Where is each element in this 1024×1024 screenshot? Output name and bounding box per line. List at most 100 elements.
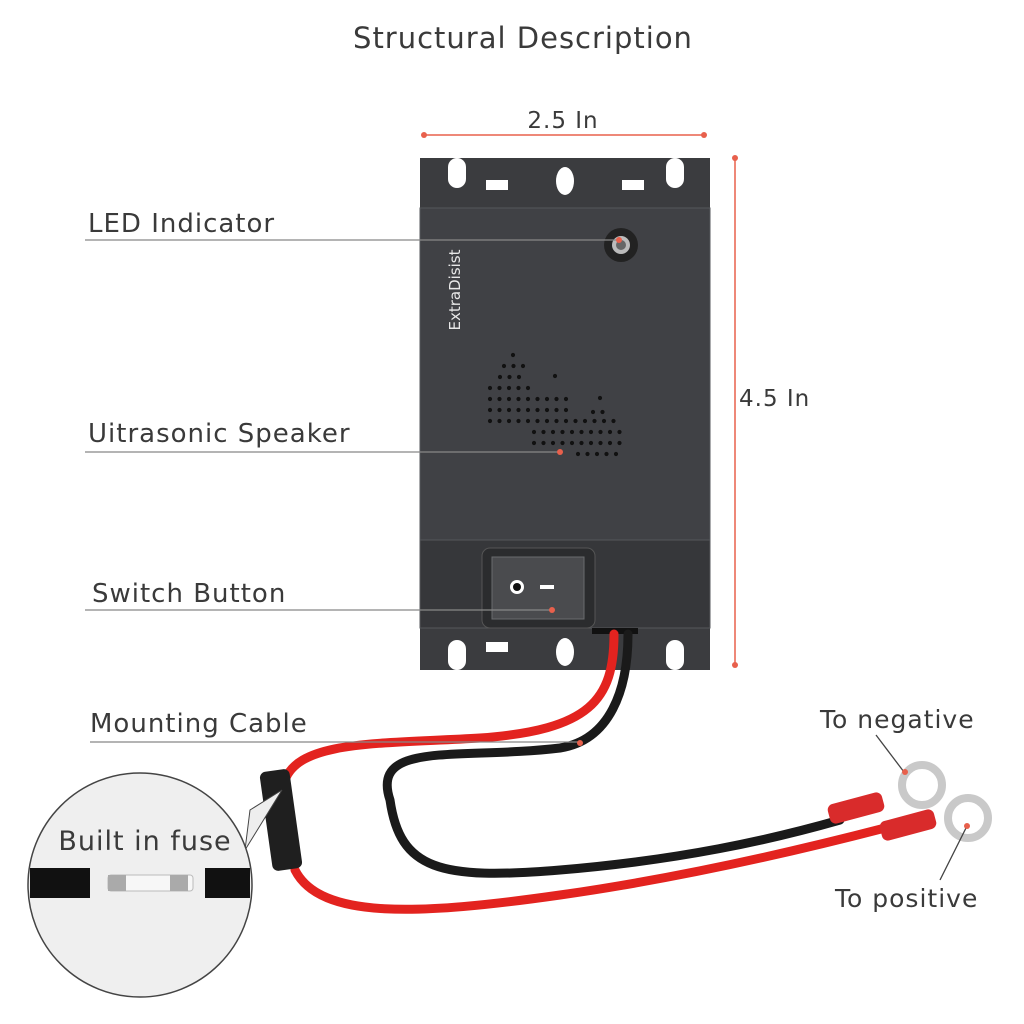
speaker-hole — [594, 451, 600, 457]
speaker-hole — [560, 429, 565, 435]
speaker-hole — [590, 409, 596, 415]
speaker-hole — [497, 385, 502, 391]
speaker-hole — [535, 396, 540, 402]
speaker-hole — [598, 429, 603, 435]
speaker-hole — [510, 352, 516, 358]
speaker-hole — [573, 418, 578, 424]
speaker-hole — [579, 429, 584, 435]
speaker-hole — [617, 440, 622, 446]
fuse-label: Built in fuse — [58, 826, 231, 857]
speaker-label: Uitrasonic Speaker — [88, 419, 351, 449]
speaker-hole — [506, 407, 512, 413]
speaker-hole — [511, 363, 516, 369]
speaker-hole — [588, 440, 594, 446]
width-label: 2.5 In — [527, 108, 598, 134]
speaker-hole — [516, 407, 521, 413]
fuse-holder — [259, 769, 303, 871]
callout-cable: Mounting Cable — [90, 709, 583, 746]
speaker-hole — [541, 440, 546, 446]
speaker-hole — [544, 396, 550, 402]
brand-logo: ExtraDisist — [446, 249, 464, 330]
speaker-hole — [535, 407, 540, 413]
speaker-hole — [516, 374, 522, 380]
speaker-hole — [597, 395, 603, 401]
speaker-hole — [563, 407, 569, 413]
speaker-hole — [525, 396, 531, 402]
callout-led: LED Indicator — [85, 209, 622, 243]
mounting-cable — [259, 629, 890, 914]
speaker-hole — [487, 418, 493, 424]
speaker-hole — [563, 418, 569, 424]
ring-terminals — [827, 761, 992, 842]
speaker-hole — [563, 396, 569, 402]
callout-negative: To negative — [819, 705, 975, 775]
speaker-hole — [497, 374, 503, 380]
positive-label: To positive — [834, 884, 978, 913]
speaker-hole — [592, 418, 597, 424]
speaker-hole — [535, 418, 540, 424]
speaker-hole — [497, 407, 502, 413]
fuse-callout: Built in fuse — [27, 772, 283, 998]
height-dimension: 4.5 In — [732, 155, 810, 668]
speaker-hole — [569, 429, 575, 435]
speaker-hole — [607, 440, 613, 446]
speaker-hole — [531, 429, 537, 435]
speaker-hole — [601, 418, 607, 424]
diagram-title: Structural Description — [353, 21, 693, 55]
led-label: LED Indicator — [88, 209, 275, 239]
speaker-hole — [550, 429, 556, 435]
repeller-device: ExtraDisist — [419, 158, 711, 670]
speaker-hole — [554, 418, 559, 424]
speaker-hole — [579, 440, 584, 446]
speaker-hole — [487, 396, 493, 402]
speaker-hole — [525, 385, 531, 391]
speaker-hole — [554, 407, 559, 413]
speaker-hole — [598, 440, 603, 446]
power-switch — [481, 547, 596, 629]
speaker-hole — [552, 373, 558, 379]
speaker-hole — [516, 396, 521, 402]
speaker-hole — [560, 440, 565, 446]
cable-label: Mounting Cable — [90, 709, 308, 739]
speaker-hole — [506, 418, 512, 424]
speaker-hole — [497, 418, 502, 424]
callout-speaker: Uitrasonic Speaker — [85, 419, 563, 455]
width-dimension: 2.5 In — [421, 108, 707, 138]
led-indicator — [604, 228, 638, 262]
speaker-hole — [516, 418, 521, 424]
speaker-grille — [487, 352, 622, 457]
speaker-hole — [575, 451, 581, 457]
speaker-hole — [585, 451, 590, 457]
speaker-hole — [607, 429, 613, 435]
mounting-slots — [448, 158, 684, 670]
speaker-hole — [604, 451, 609, 457]
speaker-hole — [501, 363, 507, 369]
speaker-hole — [582, 418, 588, 424]
speaker-hole — [507, 374, 512, 380]
speaker-hole — [506, 385, 512, 391]
speaker-hole — [554, 396, 559, 402]
speaker-hole — [569, 440, 575, 446]
speaker-hole — [611, 418, 616, 424]
speaker-hole — [617, 429, 622, 435]
speaker-hole — [520, 363, 526, 369]
speaker-hole — [525, 407, 531, 413]
height-label: 4.5 In — [739, 386, 810, 412]
negative-label: To negative — [819, 705, 975, 734]
speaker-hole — [497, 396, 502, 402]
switch-label: Switch Button — [92, 579, 286, 609]
speaker-hole — [550, 440, 556, 446]
speaker-hole — [613, 451, 619, 457]
speaker-hole — [516, 385, 521, 391]
speaker-hole — [588, 429, 594, 435]
speaker-hole — [600, 409, 605, 415]
speaker-hole — [531, 440, 537, 446]
speaker-hole — [487, 385, 493, 391]
speaker-hole — [544, 407, 550, 413]
speaker-hole — [525, 418, 531, 424]
speaker-hole — [544, 418, 550, 424]
speaker-hole — [541, 429, 546, 435]
speaker-hole — [506, 396, 512, 402]
